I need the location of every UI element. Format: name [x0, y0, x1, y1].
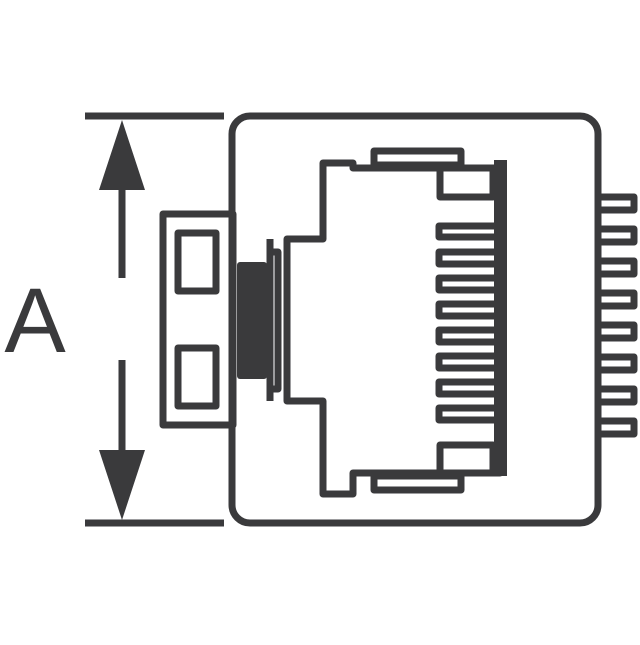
- pcb-pin-4: [598, 289, 638, 310]
- pcb-pin-8: [598, 417, 638, 438]
- latch-block-cap-bottom: [267, 366, 272, 374]
- pcb-pin-2: [598, 225, 638, 246]
- plug-opening-outline: [283, 159, 504, 498]
- corner-block-bottom: [436, 441, 497, 477]
- contact-finger-8: [435, 404, 497, 424]
- dimension-label-a: A: [4, 270, 66, 372]
- contact-carrier-bar: [494, 160, 507, 476]
- contact-finger-7: [435, 378, 497, 398]
- dimension-arrowhead-up: [99, 120, 145, 190]
- latch-block-solid: [237, 262, 267, 379]
- latch-spring-inner: [270, 248, 282, 393]
- contact-finger-3: [435, 274, 497, 294]
- pcb-pin-7: [598, 385, 638, 406]
- contact-finger-5: [435, 326, 497, 346]
- pcb-pin-3: [598, 257, 638, 278]
- top-rail: [370, 147, 465, 169]
- dimension-arrowhead-down: [99, 450, 145, 520]
- pcb-pin-1: [598, 193, 638, 214]
- contact-finger-4: [435, 300, 497, 320]
- contact-finger-1: [435, 222, 497, 241]
- pcb-pin-6: [598, 353, 638, 374]
- latch-block-cap-top: [267, 268, 272, 276]
- pcb-pin-5: [598, 321, 638, 342]
- latch-window-lower: [174, 344, 220, 410]
- latch-window-upper: [174, 229, 220, 295]
- contact-finger-2: [435, 248, 497, 268]
- contact-finger-6: [435, 352, 497, 372]
- latch-tab: [159, 210, 237, 429]
- corner-block-top: [436, 164, 497, 201]
- bottom-rail: [370, 472, 465, 494]
